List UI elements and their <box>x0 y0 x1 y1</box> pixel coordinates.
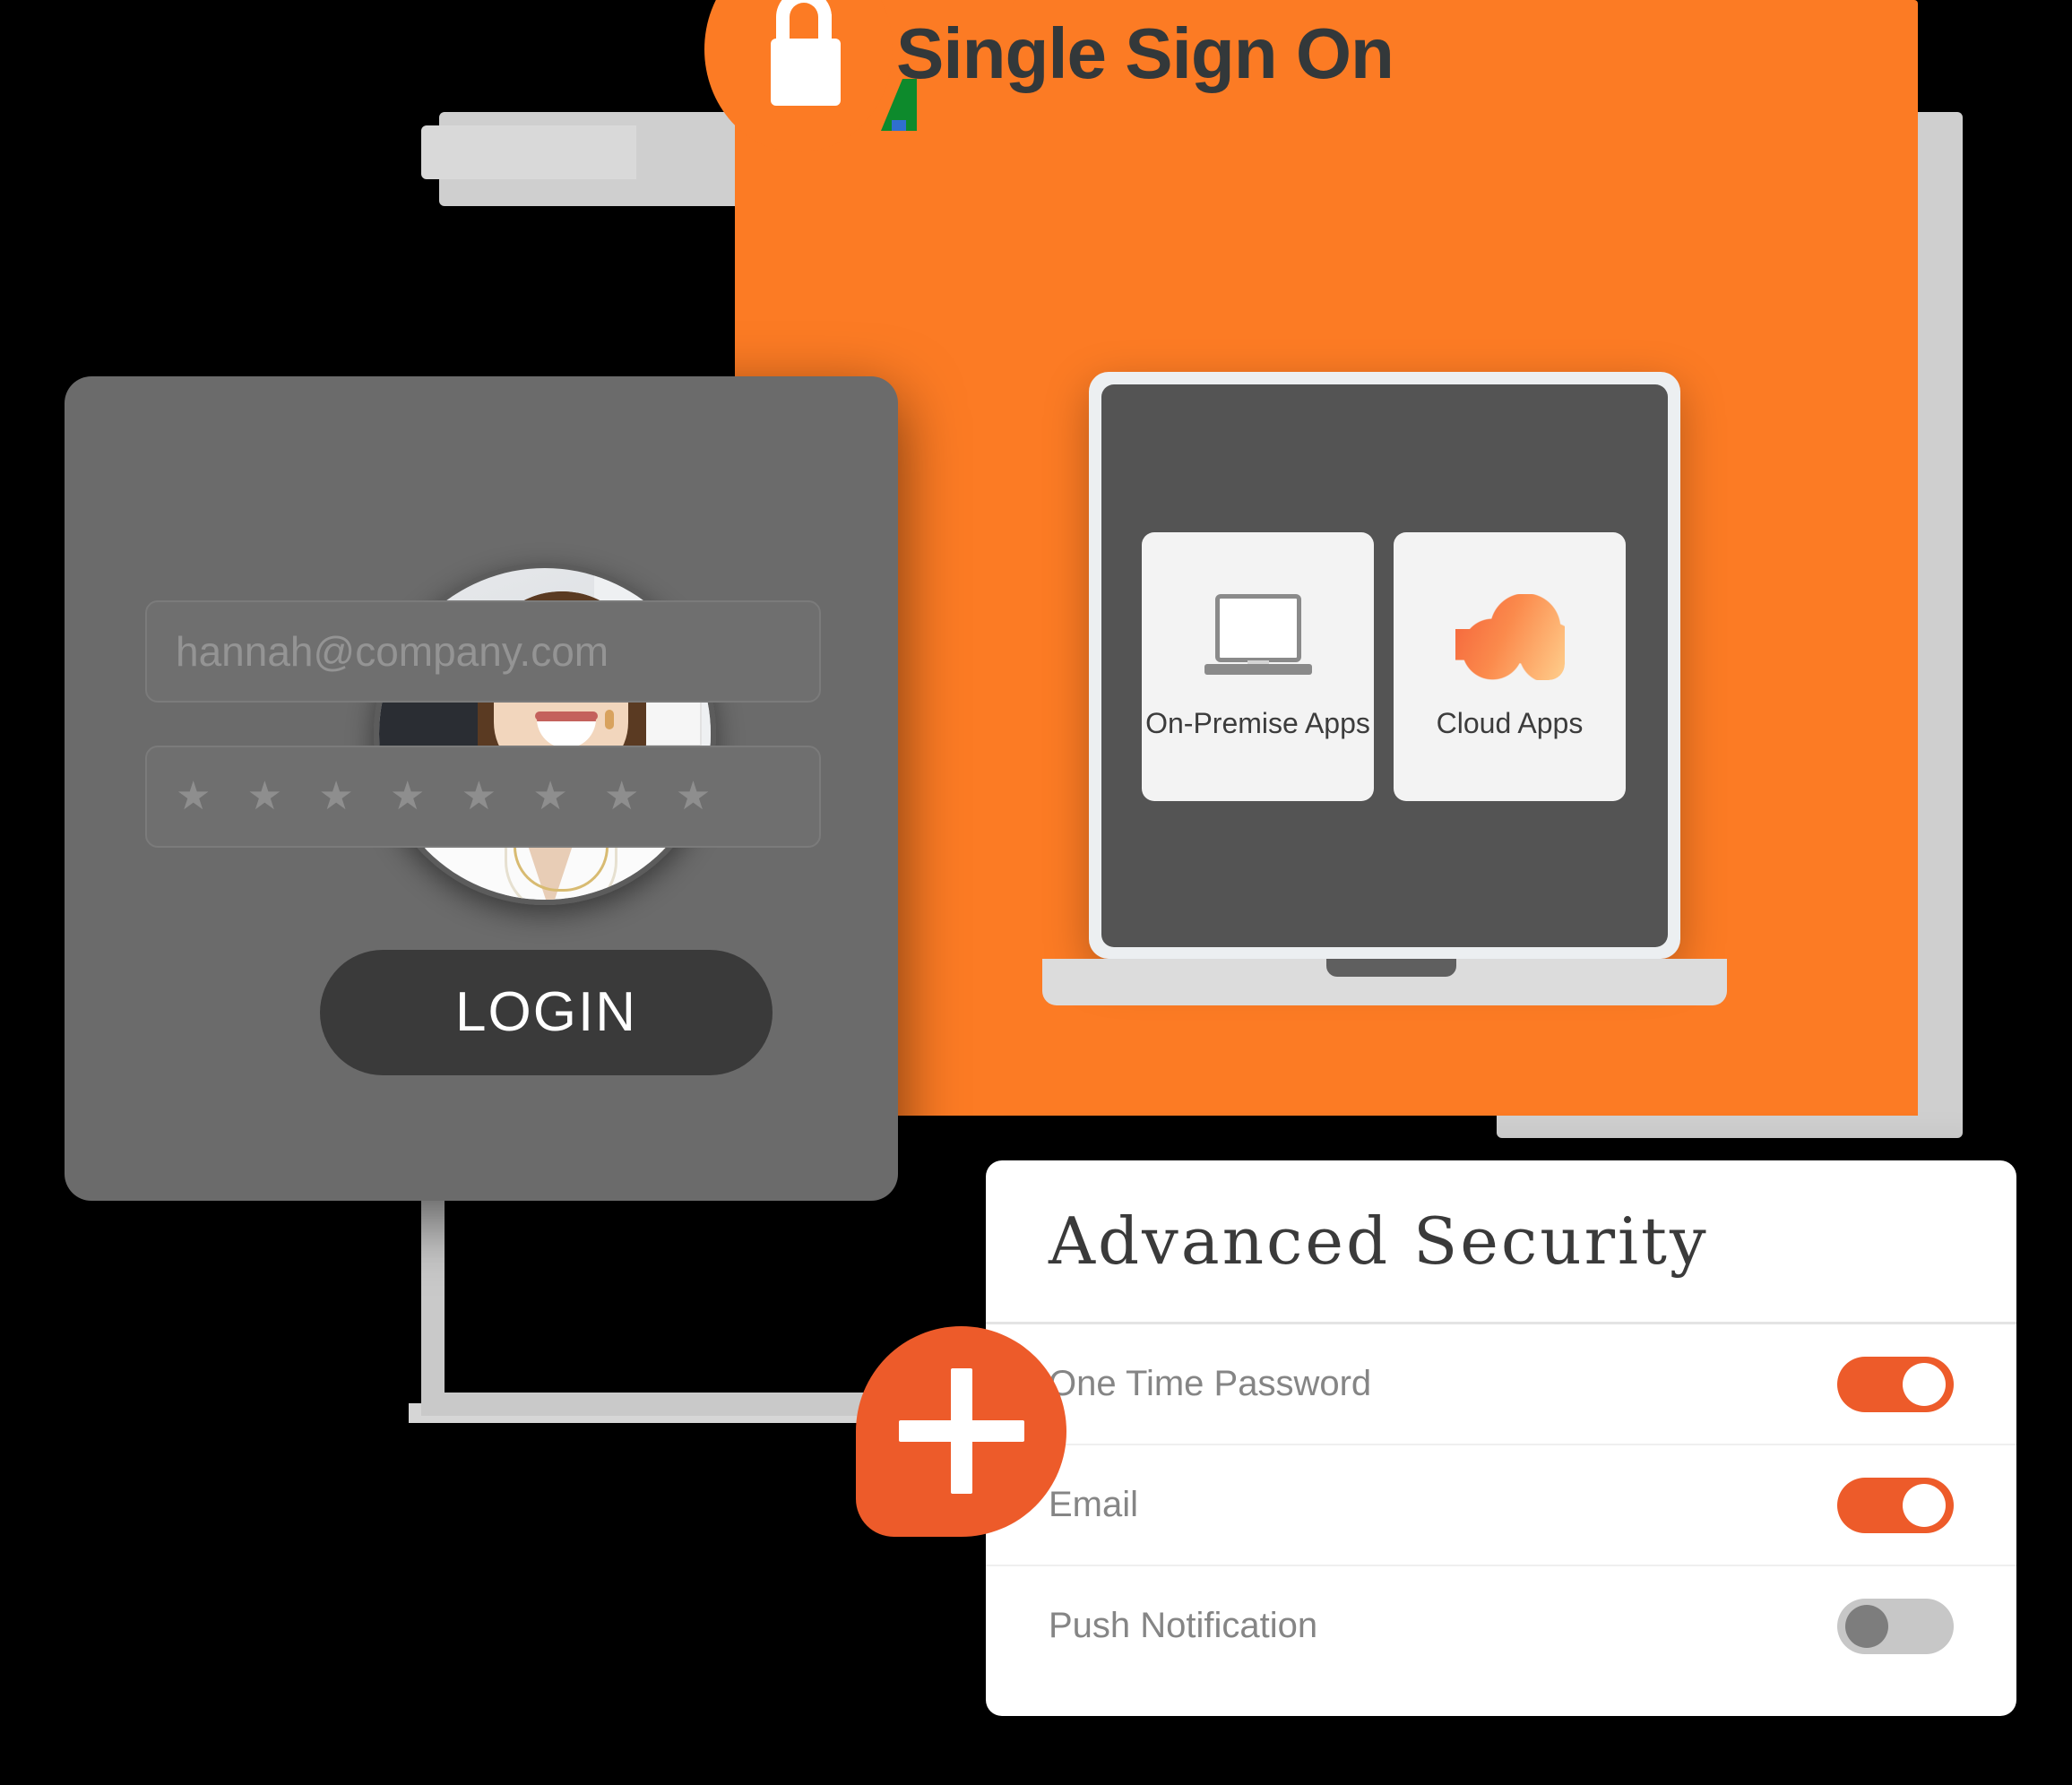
padlock-body <box>771 39 841 106</box>
cloud-icon <box>1455 593 1565 680</box>
login-button-label: LOGIN <box>455 981 637 1043</box>
toggle-one-time-password[interactable] <box>1837 1356 1954 1412</box>
background-window-tab <box>421 125 636 179</box>
plus-icon[interactable] <box>856 1326 1066 1537</box>
toggle-email[interactable] <box>1837 1477 1954 1533</box>
padlock-glyph <box>758 0 841 106</box>
tile-label: Cloud Apps <box>1436 706 1584 739</box>
laptop-hinge-notch <box>1326 959 1456 977</box>
row-push-notification: Push Notification <box>986 1566 2016 1686</box>
login-card: hannah@company.com ★ ★ ★ ★ ★ ★ ★ ★ LOGIN <box>65 376 898 1201</box>
email-placeholder: hannah@company.com <box>176 628 609 675</box>
toggle-label: Email <box>1049 1485 1139 1524</box>
password-masked-value: ★ ★ ★ ★ ★ ★ ★ ★ <box>176 774 724 818</box>
padlock-shackle-stem <box>818 14 832 45</box>
laptop-illustration: On-Premise Apps Cloud Apps <box>1042 372 1727 1005</box>
toggle-push-notification[interactable] <box>1837 1598 1954 1654</box>
advanced-security-card: Advanced Security One Time Password Emai… <box>986 1160 2016 1716</box>
laptop-frame: On-Premise Apps Cloud Apps <box>1089 372 1680 959</box>
email-field[interactable]: hannah@company.com <box>145 600 821 703</box>
login-button[interactable]: LOGIN <box>320 950 773 1075</box>
app-tiles: On-Premise Apps Cloud Apps <box>1142 532 1626 801</box>
toggle-knob <box>1845 1604 1888 1648</box>
flag-accent-icon <box>881 79 917 131</box>
security-toggle-list: One Time Password Email Push Notificatio… <box>986 1324 2016 1686</box>
row-one-time-password: One Time Password <box>986 1324 2016 1445</box>
password-field[interactable]: ★ ★ ★ ★ ★ ★ ★ ★ <box>145 746 821 848</box>
tile-label: On-Premise Apps <box>1145 706 1370 739</box>
plus-vertical-bar <box>951 1368 972 1494</box>
divider <box>986 1322 2016 1324</box>
page-title: Single Sign On <box>896 13 1394 93</box>
toggle-knob <box>1903 1483 1946 1527</box>
row-email: Email <box>986 1445 2016 1566</box>
laptop-screen: On-Premise Apps Cloud Apps <box>1101 384 1668 947</box>
tile-on-premise-apps[interactable]: On-Premise Apps <box>1142 532 1374 801</box>
orange-panel-bottom-strip <box>735 1017 1918 1116</box>
security-card-title: Advanced Security <box>1049 1203 1709 1279</box>
toggle-label: Push Notification <box>1049 1606 1318 1645</box>
tile-cloud-apps[interactable]: Cloud Apps <box>1394 532 1626 801</box>
toggle-label: One Time Password <box>1049 1364 1372 1403</box>
laptop-icon <box>1204 593 1312 680</box>
toggle-knob <box>1903 1362 1946 1406</box>
